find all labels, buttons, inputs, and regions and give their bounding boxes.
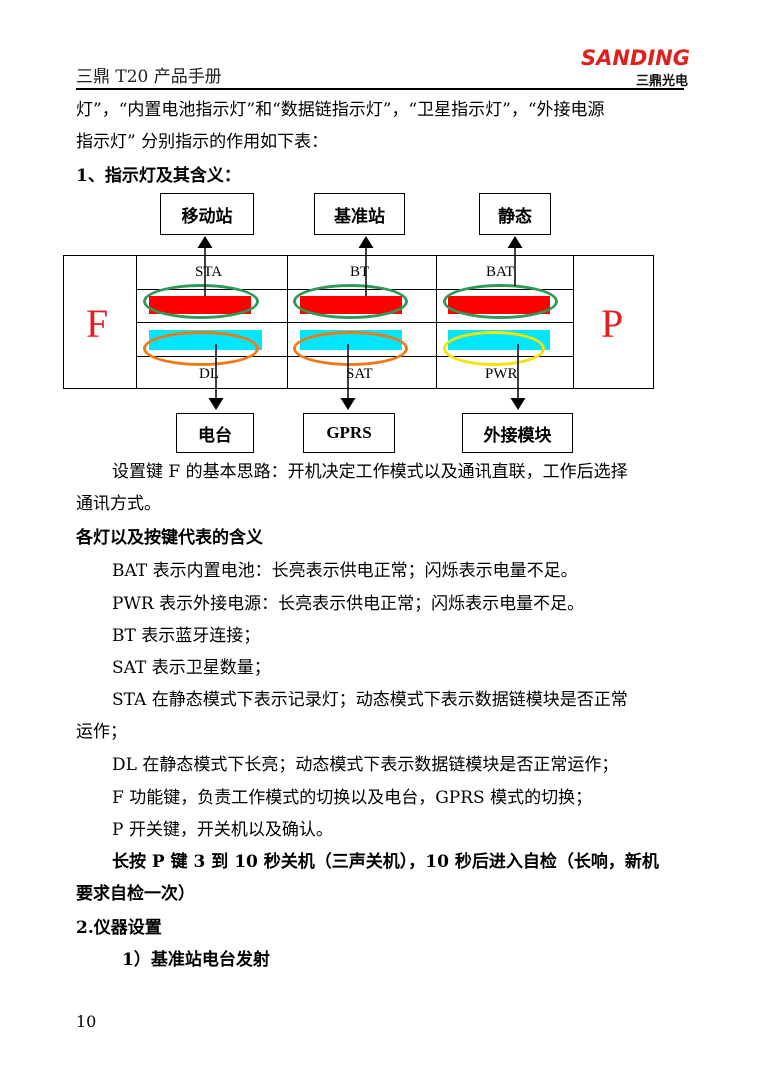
divider: [136, 322, 573, 323]
label-sat: SAT: [346, 366, 373, 382]
section-heading: 各灯以及按键代表的含义: [76, 528, 263, 548]
list-item-f: F 功能键，负责工作模式的切换以及电台，GPRS 模式的切换；: [112, 788, 593, 808]
mode-box-rover: 移动站: [160, 193, 254, 235]
list-item-pwr: PWR 表示外接电源：长亮表示供电正常；闪烁表示电量不足。: [112, 594, 585, 614]
function-key-f[interactable]: F: [86, 301, 109, 346]
ring-bat: [443, 284, 558, 319]
comm-box-gprs: GPRS: [303, 413, 395, 453]
logo-english: SANDING: [580, 46, 690, 70]
longpress-note-cont: 要求自检一次）: [76, 884, 195, 904]
mode-box-static: 静态: [479, 193, 551, 235]
section-heading: 1、指示灯及其含义：: [76, 166, 241, 186]
document-title: 三鼎 T20 产品手册: [76, 67, 222, 87]
logo-chinese: 三鼎光电: [635, 74, 688, 89]
device-panel: [63, 255, 654, 389]
arrows: [197, 236, 526, 410]
paragraph-line: 灯”，“内置电池指示灯”和“数据链指示灯”，“卫星指示灯”，“外接电源: [76, 100, 605, 120]
ring-sta: [143, 284, 259, 319]
power-key-p[interactable]: P: [601, 301, 624, 346]
divider: [573, 255, 574, 389]
list-item-bat: BAT 表示内置电池：长亮表示供电正常；闪烁表示电量不足。: [112, 561, 578, 581]
comm-box-radio: 电台: [176, 413, 254, 453]
list-item-bt: BT 表示蓝牙连接；: [112, 626, 261, 646]
label-dl: DL: [199, 366, 219, 382]
brand-logo: SANDING 三鼎光电: [581, 46, 690, 89]
label-bt: BT: [350, 264, 370, 280]
list-item-sta-cont: 运作；: [76, 722, 127, 742]
ring-sat: [293, 331, 408, 366]
paragraph-line: 设置键 F 的基本思路：开机决定工作模式以及通讯直联，工作后选择: [112, 462, 628, 482]
longpress-note: 长按 P 键 3 到 10 秒关机（三声关机），10 秒后进入自检（长响，新机: [112, 852, 659, 872]
list-item-sta: STA 在静态模式下表示记录灯；动态模式下表示数据链模块是否正常: [112, 690, 628, 710]
list-item-dl: DL 在静态模式下长亮；动态模式下表示数据链模块是否正常运作；: [112, 755, 619, 775]
ring-pwr: [443, 331, 545, 366]
label-bat: BAT: [486, 264, 515, 280]
comm-box-external: 外接模块: [462, 413, 573, 453]
ring-bt: [293, 284, 408, 319]
mode-box-base: 基准站: [314, 193, 405, 235]
list-item-sat: SAT 表示卫星数量；: [112, 658, 271, 678]
ring-dl: [143, 331, 259, 366]
paragraph-line: 通讯方式。: [76, 494, 161, 514]
list-item-p: P 开关键，开关机以及确认。: [112, 820, 333, 840]
paragraph-line: 指示灯” 分别指示的作用如下表：: [76, 132, 329, 152]
header-rule: [76, 88, 684, 90]
section-heading: 2.仪器设置: [76, 918, 162, 938]
label-pwr: PWR: [485, 366, 518, 382]
page-number: 10: [76, 1012, 97, 1031]
subsection-heading: 1）基准站电台发射: [122, 950, 270, 970]
label-sta: STA: [195, 264, 223, 280]
